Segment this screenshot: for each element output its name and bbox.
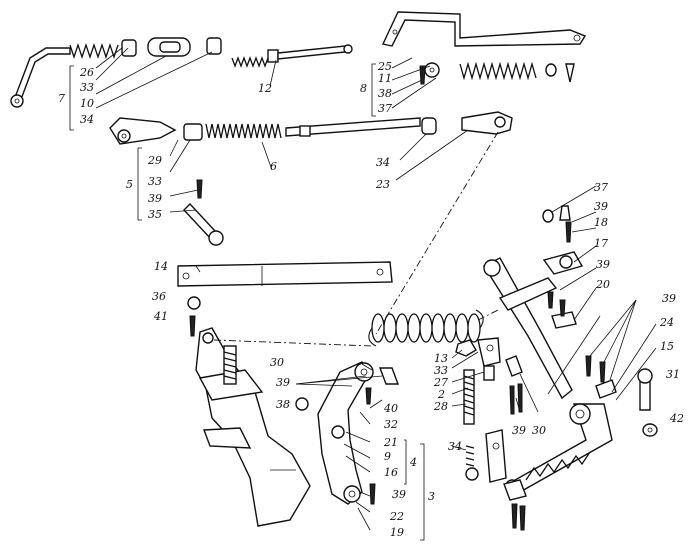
label-26: 26 bbox=[79, 66, 94, 79]
label-42: 42 bbox=[669, 412, 684, 425]
label-35: 35 bbox=[148, 208, 162, 221]
label-39e: 39 bbox=[276, 376, 290, 389]
label-9: 9 bbox=[384, 450, 391, 463]
bracket-25 bbox=[381, 11, 587, 47]
label-8: 8 bbox=[360, 82, 367, 95]
bar-14 bbox=[177, 261, 393, 337]
label-23: 23 bbox=[375, 178, 390, 191]
spring-11-set bbox=[419, 61, 575, 85]
label-34c: 34 bbox=[448, 440, 462, 453]
label-17: 17 bbox=[594, 237, 608, 250]
bolt-35 bbox=[183, 179, 224, 246]
label-39: 39 bbox=[148, 192, 162, 205]
label-39f: 39 bbox=[512, 424, 526, 437]
label-2: 2 bbox=[437, 388, 445, 401]
label-13: 13 bbox=[434, 352, 448, 365]
casting-bracket bbox=[195, 327, 311, 527]
label-39d: 39 bbox=[662, 292, 676, 305]
label-41: 41 bbox=[153, 310, 168, 323]
label-11: 11 bbox=[378, 72, 392, 85]
label-10: 10 bbox=[80, 97, 94, 110]
label-21: 21 bbox=[383, 436, 398, 449]
label-29: 29 bbox=[147, 154, 162, 167]
bent-rod-assembly bbox=[10, 37, 222, 108]
label-22: 22 bbox=[389, 510, 404, 523]
label-27: 27 bbox=[433, 376, 448, 389]
part-labels: 26 33 10 34 7 12 25 11 38 37 8 29 33 6 3… bbox=[58, 60, 684, 539]
center-small-parts bbox=[455, 337, 523, 483]
label-40: 40 bbox=[383, 402, 398, 415]
label-6: 6 bbox=[270, 160, 277, 173]
label-34: 34 bbox=[80, 113, 94, 126]
label-28: 28 bbox=[433, 400, 448, 413]
label-14: 14 bbox=[154, 260, 168, 273]
label-5: 5 bbox=[126, 178, 133, 191]
label-3: 3 bbox=[428, 490, 435, 503]
lever-assembly-4 bbox=[295, 361, 400, 505]
label-30: 30 bbox=[270, 356, 284, 369]
label-15: 15 bbox=[660, 340, 674, 353]
label-16: 16 bbox=[384, 466, 398, 479]
label-31: 31 bbox=[666, 368, 680, 381]
label-39b: 39 bbox=[594, 200, 608, 213]
label-30b: 30 bbox=[532, 424, 546, 437]
rod-12 bbox=[231, 44, 353, 68]
label-33c: 33 bbox=[434, 364, 448, 377]
rod-6-assembly bbox=[109, 111, 513, 145]
label-36: 36 bbox=[152, 290, 166, 303]
label-18: 18 bbox=[594, 216, 608, 229]
label-37: 37 bbox=[378, 102, 392, 115]
label-4: 4 bbox=[409, 456, 417, 469]
label-20: 20 bbox=[595, 278, 610, 291]
label-19: 19 bbox=[390, 526, 404, 539]
assembly-lines bbox=[213, 131, 499, 347]
label-24: 24 bbox=[659, 316, 674, 329]
label-7: 7 bbox=[58, 92, 65, 105]
label-34b: 34 bbox=[376, 156, 390, 169]
label-38b: 38 bbox=[276, 398, 290, 411]
label-25: 25 bbox=[377, 60, 392, 73]
label-32: 32 bbox=[384, 418, 398, 431]
label-12: 12 bbox=[258, 82, 272, 95]
label-38: 38 bbox=[378, 87, 392, 100]
leader-lines bbox=[69, 47, 657, 541]
label-39c: 39 bbox=[596, 258, 610, 271]
label-37b: 37 bbox=[594, 181, 608, 194]
label-33b: 33 bbox=[148, 175, 162, 188]
label-39g: 39 bbox=[392, 488, 406, 501]
label-33: 33 bbox=[80, 81, 94, 94]
right-lever-assembly bbox=[482, 205, 658, 531]
